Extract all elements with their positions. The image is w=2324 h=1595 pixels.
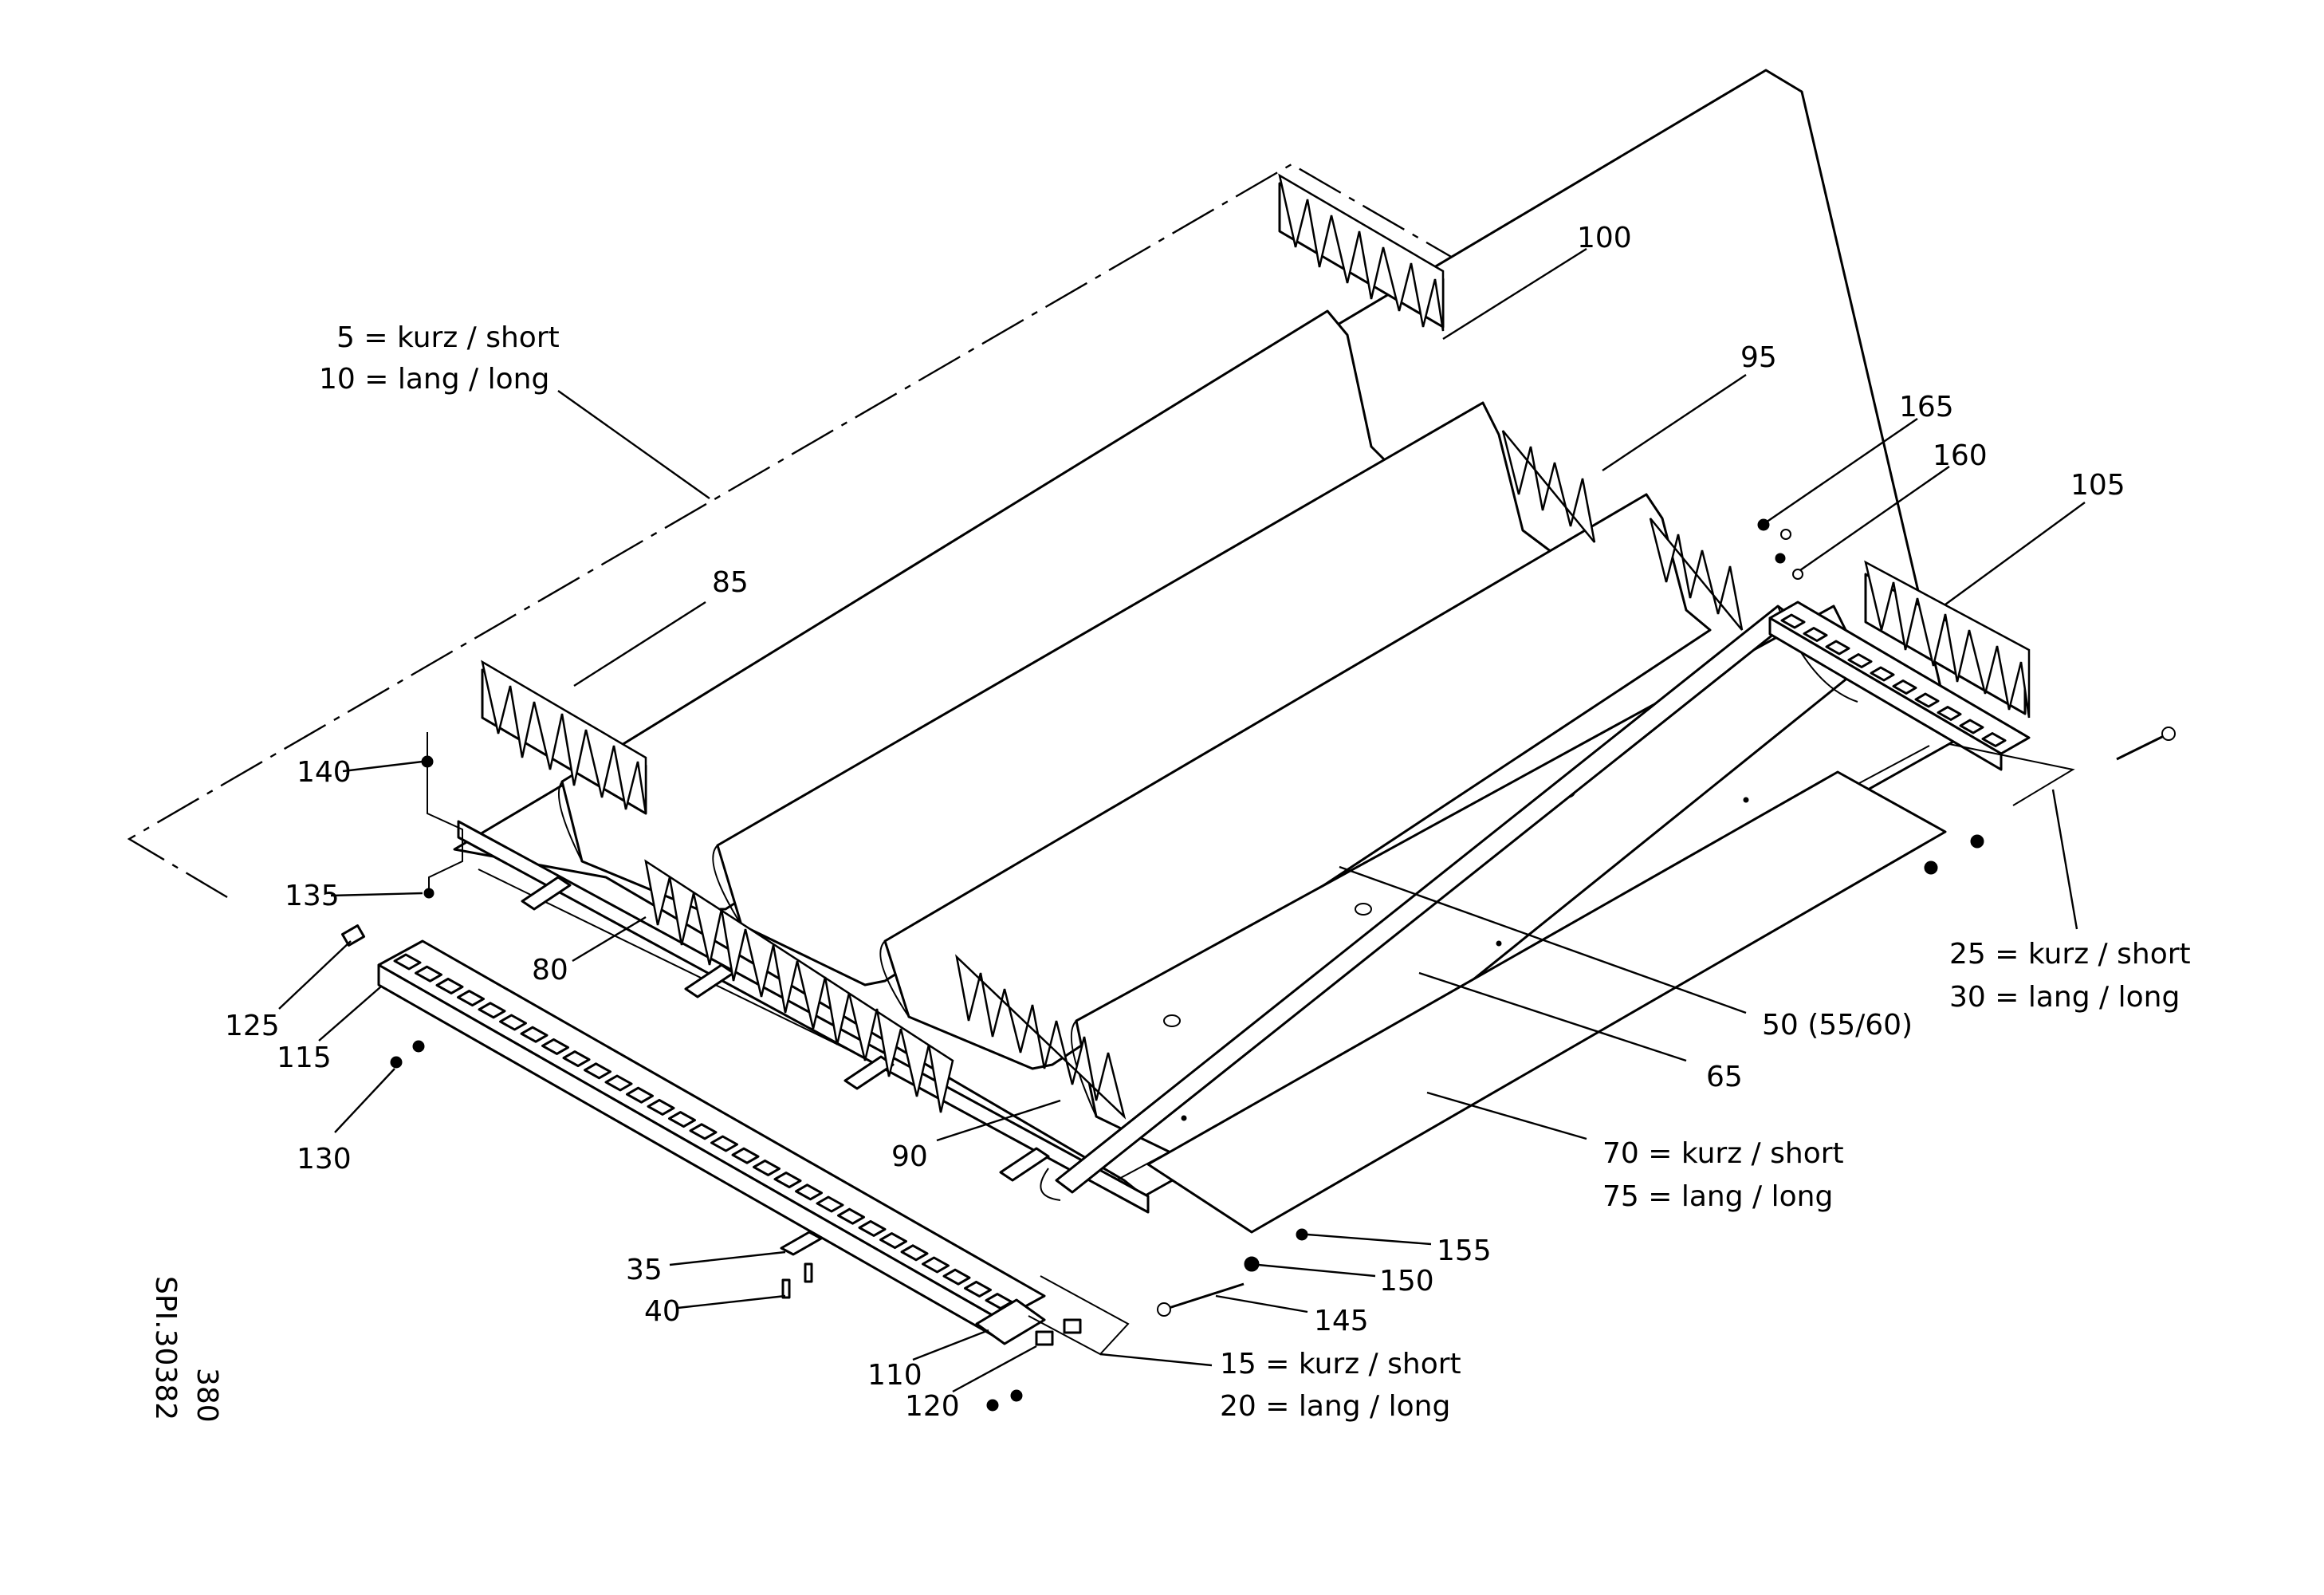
callout-95: 95 [1740,341,1777,374]
chain-link [879,1232,907,1250]
chain-link [499,1014,527,1031]
callout-80: 80 [532,954,568,987]
chain-link [837,1207,865,1225]
callout-5: 5 = kurz / short [336,321,560,354]
callout-40: 40 [644,1295,681,1328]
conveyor-chain-25-30 [1768,601,2031,771]
mounting-bar [457,820,1150,1214]
comb-strip-105 [1864,560,2031,719]
chain-link [626,1086,654,1104]
chain-link [668,1111,696,1128]
callout-145: 145 [1314,1305,1369,1337]
chain-link [689,1123,718,1140]
chain-link [520,1026,549,1043]
chain-link [393,953,422,971]
comb-strip-100 [1278,173,1445,332]
callout-65: 65 [1706,1061,1743,1093]
chain-link [773,1172,802,1189]
callout-165: 165 [1899,391,1954,423]
chain-link [1892,679,1917,695]
callout-110: 110 [867,1359,922,1392]
callout-115: 115 [277,1042,332,1074]
callout-35: 35 [626,1254,663,1286]
callout-50: 50 (55/60) [1762,1009,1913,1042]
callout-130: 130 [297,1143,352,1176]
chain-link [584,1062,611,1080]
chain-link [1937,706,1962,721]
callout-105: 105 [2070,469,2125,502]
chain-link [1914,692,1940,708]
chain-link [731,1147,760,1164]
chain-link [816,1195,844,1213]
leader-lines [278,247,2086,1393]
assembly-boundary-line [127,163,1453,899]
callout-15: 15 = kurz / short [1220,1348,1461,1380]
chain-link [562,1050,591,1068]
chain-link [435,977,464,994]
chain-link [710,1135,738,1152]
chain-link [541,1038,569,1055]
callout-85: 85 [712,566,749,599]
chain-link [478,1002,506,1019]
callout-160: 160 [1933,439,1988,472]
chain-link [1803,627,1828,642]
callout-100: 100 [1577,222,1632,254]
chain-link [1981,732,2007,747]
callout-90: 90 [891,1140,928,1173]
chain-link [753,1159,781,1176]
drawing-code: SPI.30382 [149,1276,182,1420]
comb-strip-row-middle [644,859,1127,1120]
chain-link [964,1280,992,1298]
comb-strip-row-upper [1501,430,1744,631]
chain-link [1959,719,1984,734]
callout-120: 120 [905,1390,960,1423]
chain-link [1780,613,1806,629]
callout-20: 20 = lang / long [1220,1390,1450,1423]
chain-link [647,1098,675,1116]
drawing-identifier: 380 SPI.30382 [149,1276,223,1423]
chain-link [922,1256,950,1274]
chain-link [942,1268,971,1286]
callout-135: 135 [285,880,340,912]
chain-link [1870,666,1895,682]
guide-plate-3 [879,493,1712,1070]
callout-150: 150 [1379,1265,1434,1298]
conveyor-chain-15-20 [377,939,1046,1341]
callout-labels: 5 = kurz / short 10 = lang / long 100 95… [225,222,2191,1423]
callout-25: 25 = kurz / short [1949,938,2191,971]
chain-link [415,965,442,983]
callout-10: 10 = lang / long [319,363,549,396]
callout-75: 75 = lang / long [1602,1180,1833,1213]
callout-125: 125 [225,1010,280,1042]
hardware-parts [340,518,2176,1412]
cover-sheet [1146,770,1947,1234]
comb-strip-85 [481,660,647,815]
chain-link [1847,653,1873,668]
callout-140: 140 [297,756,352,789]
chain-link [457,990,485,1007]
chain-link [858,1219,887,1237]
chain-link [795,1183,823,1201]
chain-link [604,1074,633,1092]
callout-155: 155 [1437,1235,1492,1267]
chain-link [900,1244,929,1262]
chain-link [1825,640,1850,656]
callout-30: 30 = lang / long [1949,981,2180,1014]
drawing-page-number: 380 [191,1368,223,1423]
callout-70: 70 = kurz / short [1602,1137,1844,1170]
